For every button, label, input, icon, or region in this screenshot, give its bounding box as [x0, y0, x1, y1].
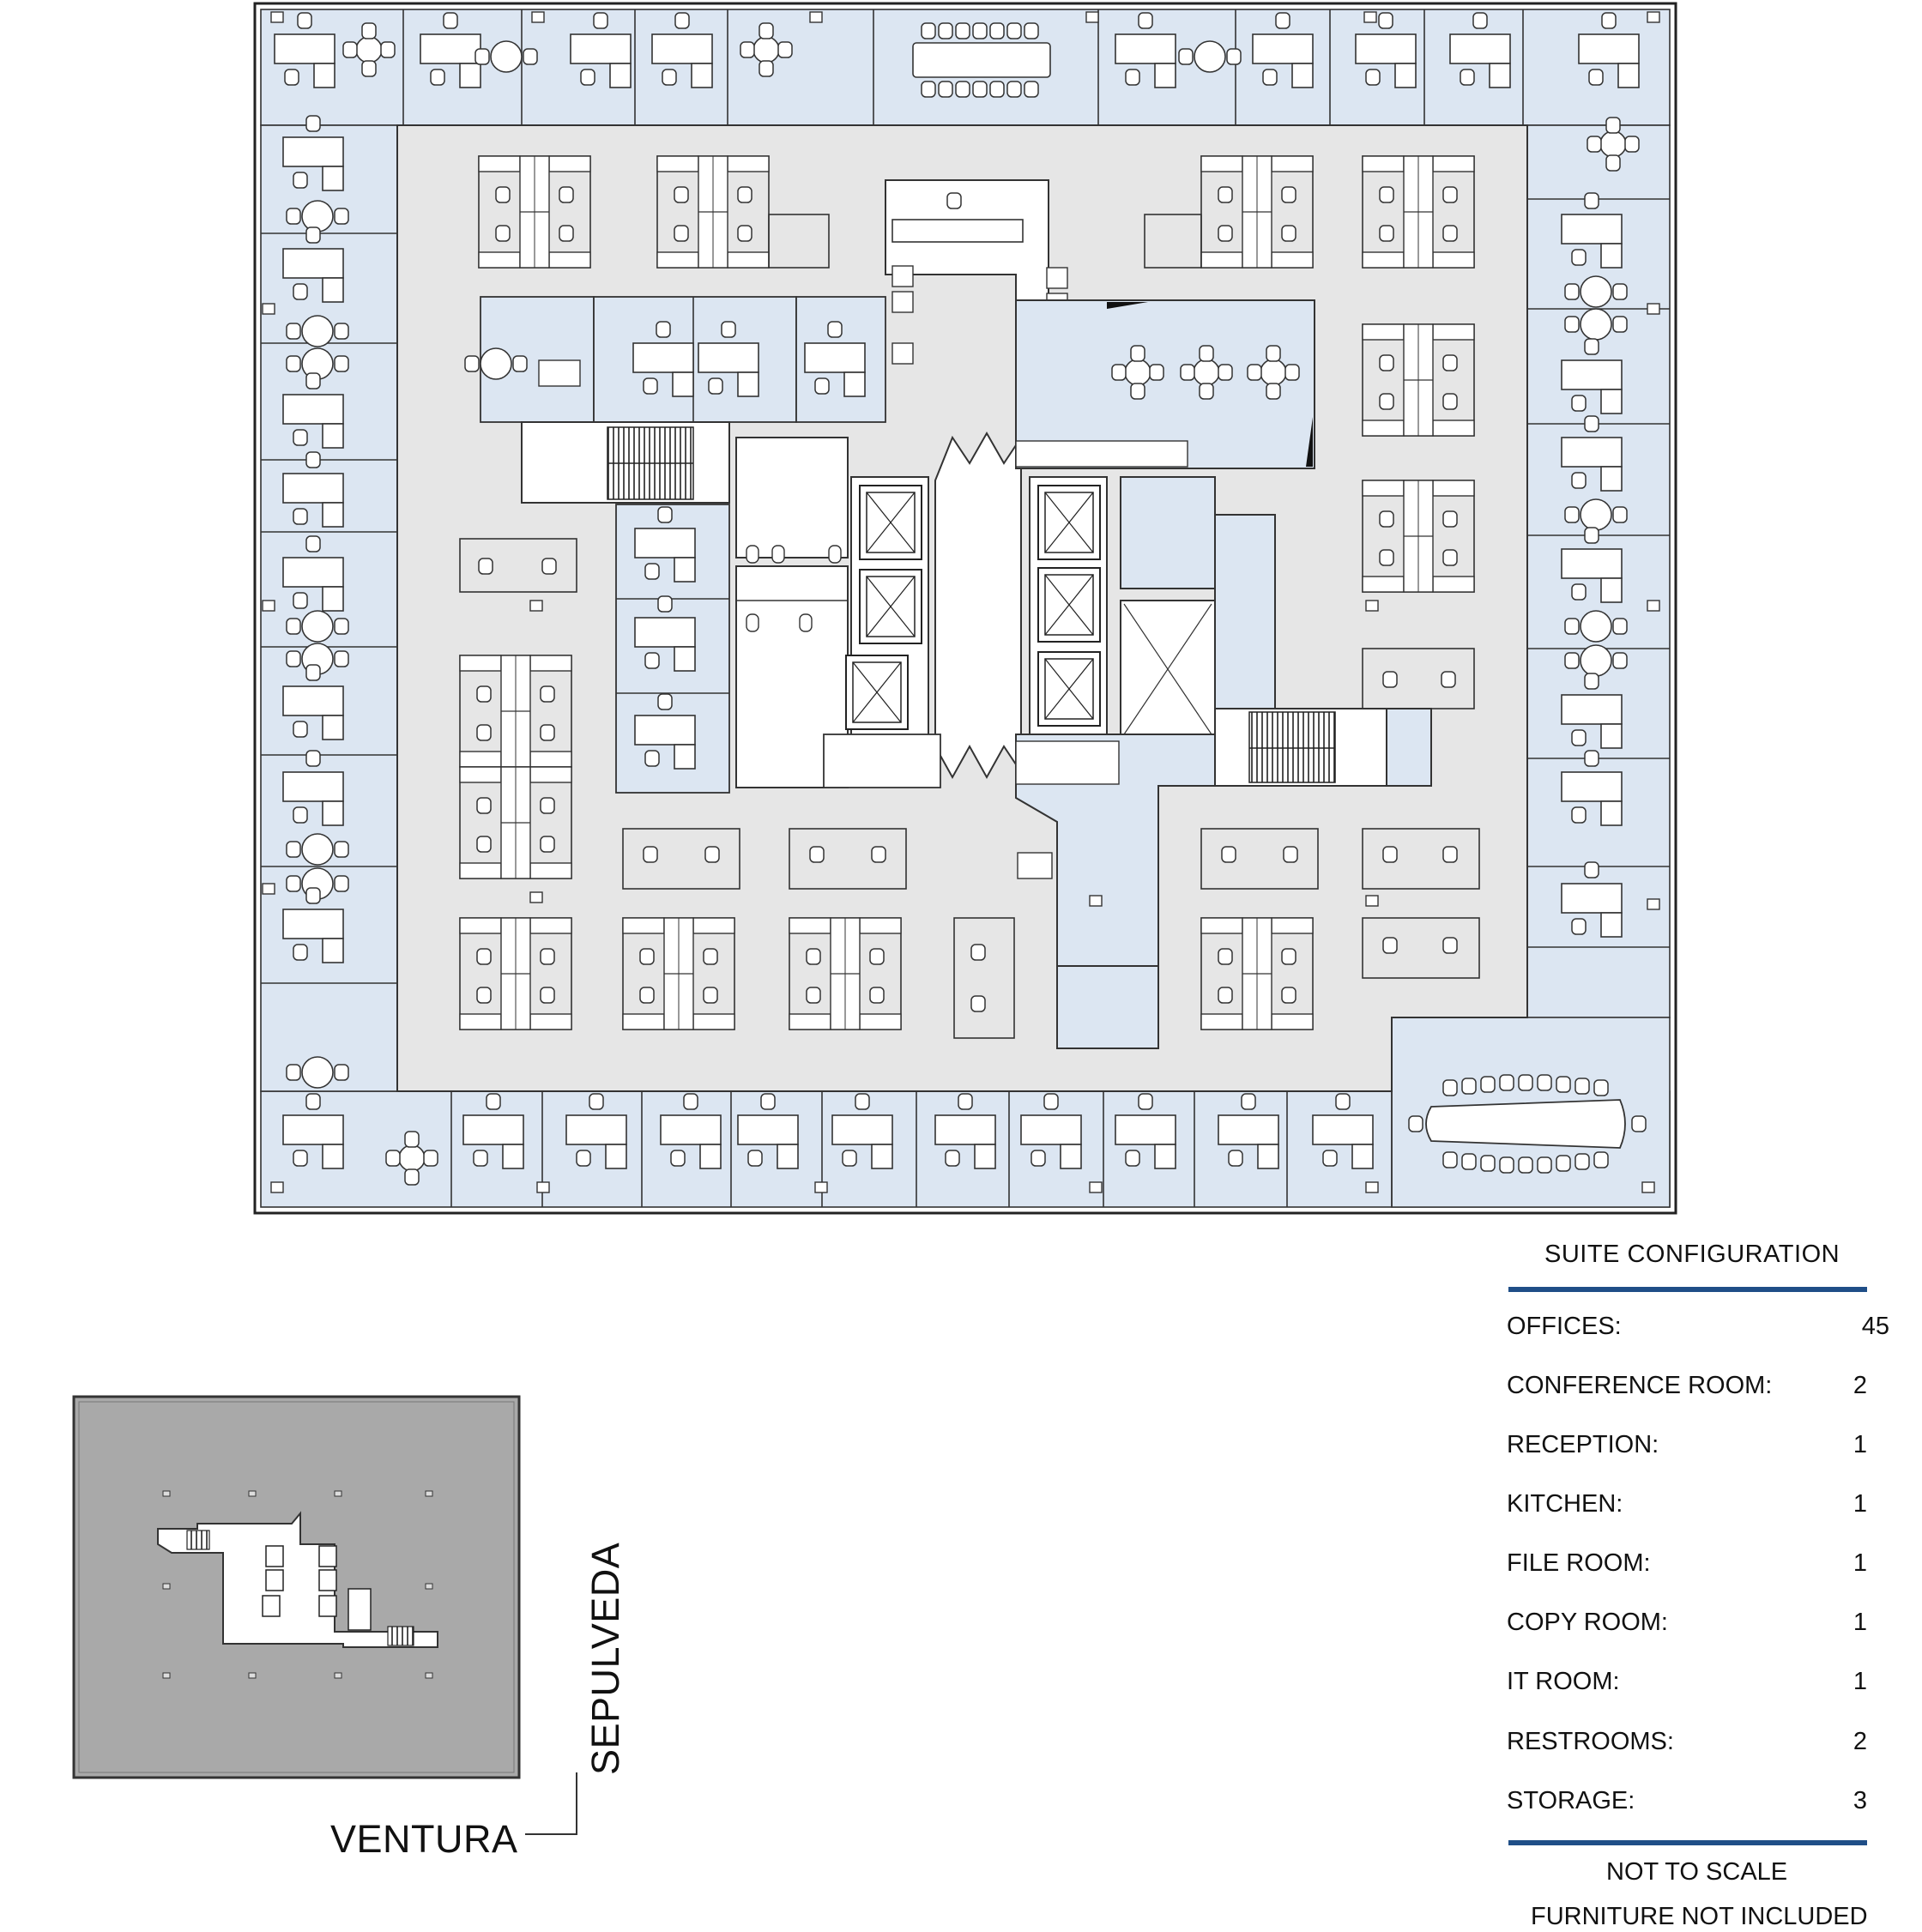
table-row: RECEPTION: 1	[1507, 1431, 1889, 1465]
row-value: 1	[1852, 1490, 1867, 1518]
table-row: FILE ROOM: 1	[1507, 1549, 1889, 1584]
row-value: 2	[1852, 1372, 1867, 1399]
furniture-note: FURNITURE NOT INCLUDED	[1531, 1903, 1868, 1930]
row-value: 1	[1852, 1431, 1867, 1458]
suite-configuration-title: SUITE CONFIGURATION	[1544, 1241, 1840, 1268]
table-row: IT ROOM: 1	[1507, 1668, 1889, 1702]
row-label: KITCHEN:	[1507, 1490, 1623, 1518]
street-label-ventura: VENTURA	[330, 1817, 518, 1861]
row-label: FILE ROOM:	[1507, 1549, 1651, 1577]
row-label: CONFERENCE ROOM:	[1507, 1372, 1773, 1399]
row-value: 1	[1852, 1549, 1867, 1577]
table-row: CONFERENCE ROOM: 2	[1507, 1372, 1889, 1406]
bottom-rule	[1508, 1840, 1867, 1845]
row-value: 1	[1852, 1609, 1867, 1636]
table-row: RESTROOMS: 2	[1507, 1728, 1889, 1762]
row-value: 2	[1852, 1728, 1867, 1755]
row-value: 45	[1861, 1313, 1889, 1340]
row-label: STORAGE:	[1507, 1787, 1635, 1814]
not-to-scale-note: NOT TO SCALE	[1606, 1858, 1788, 1886]
table-row: COPY ROOM: 1	[1507, 1609, 1889, 1643]
row-label: IT ROOM:	[1507, 1668, 1620, 1695]
row-label: COPY ROOM:	[1507, 1609, 1668, 1636]
street-label-sepulveda: SEPULVEDA	[583, 1542, 627, 1775]
row-label: RECEPTION:	[1507, 1431, 1659, 1458]
table-row: OFFICES: 45	[1507, 1313, 1889, 1347]
row-value: 1	[1852, 1668, 1867, 1695]
floor-plan	[253, 2, 1677, 1215]
title-rule	[1508, 1287, 1867, 1292]
row-label: RESTROOMS:	[1507, 1728, 1674, 1755]
row-label: OFFICES:	[1507, 1313, 1622, 1340]
row-value: 3	[1852, 1787, 1867, 1814]
table-row: STORAGE: 3	[1507, 1787, 1889, 1821]
table-row: KITCHEN: 1	[1507, 1490, 1889, 1524]
